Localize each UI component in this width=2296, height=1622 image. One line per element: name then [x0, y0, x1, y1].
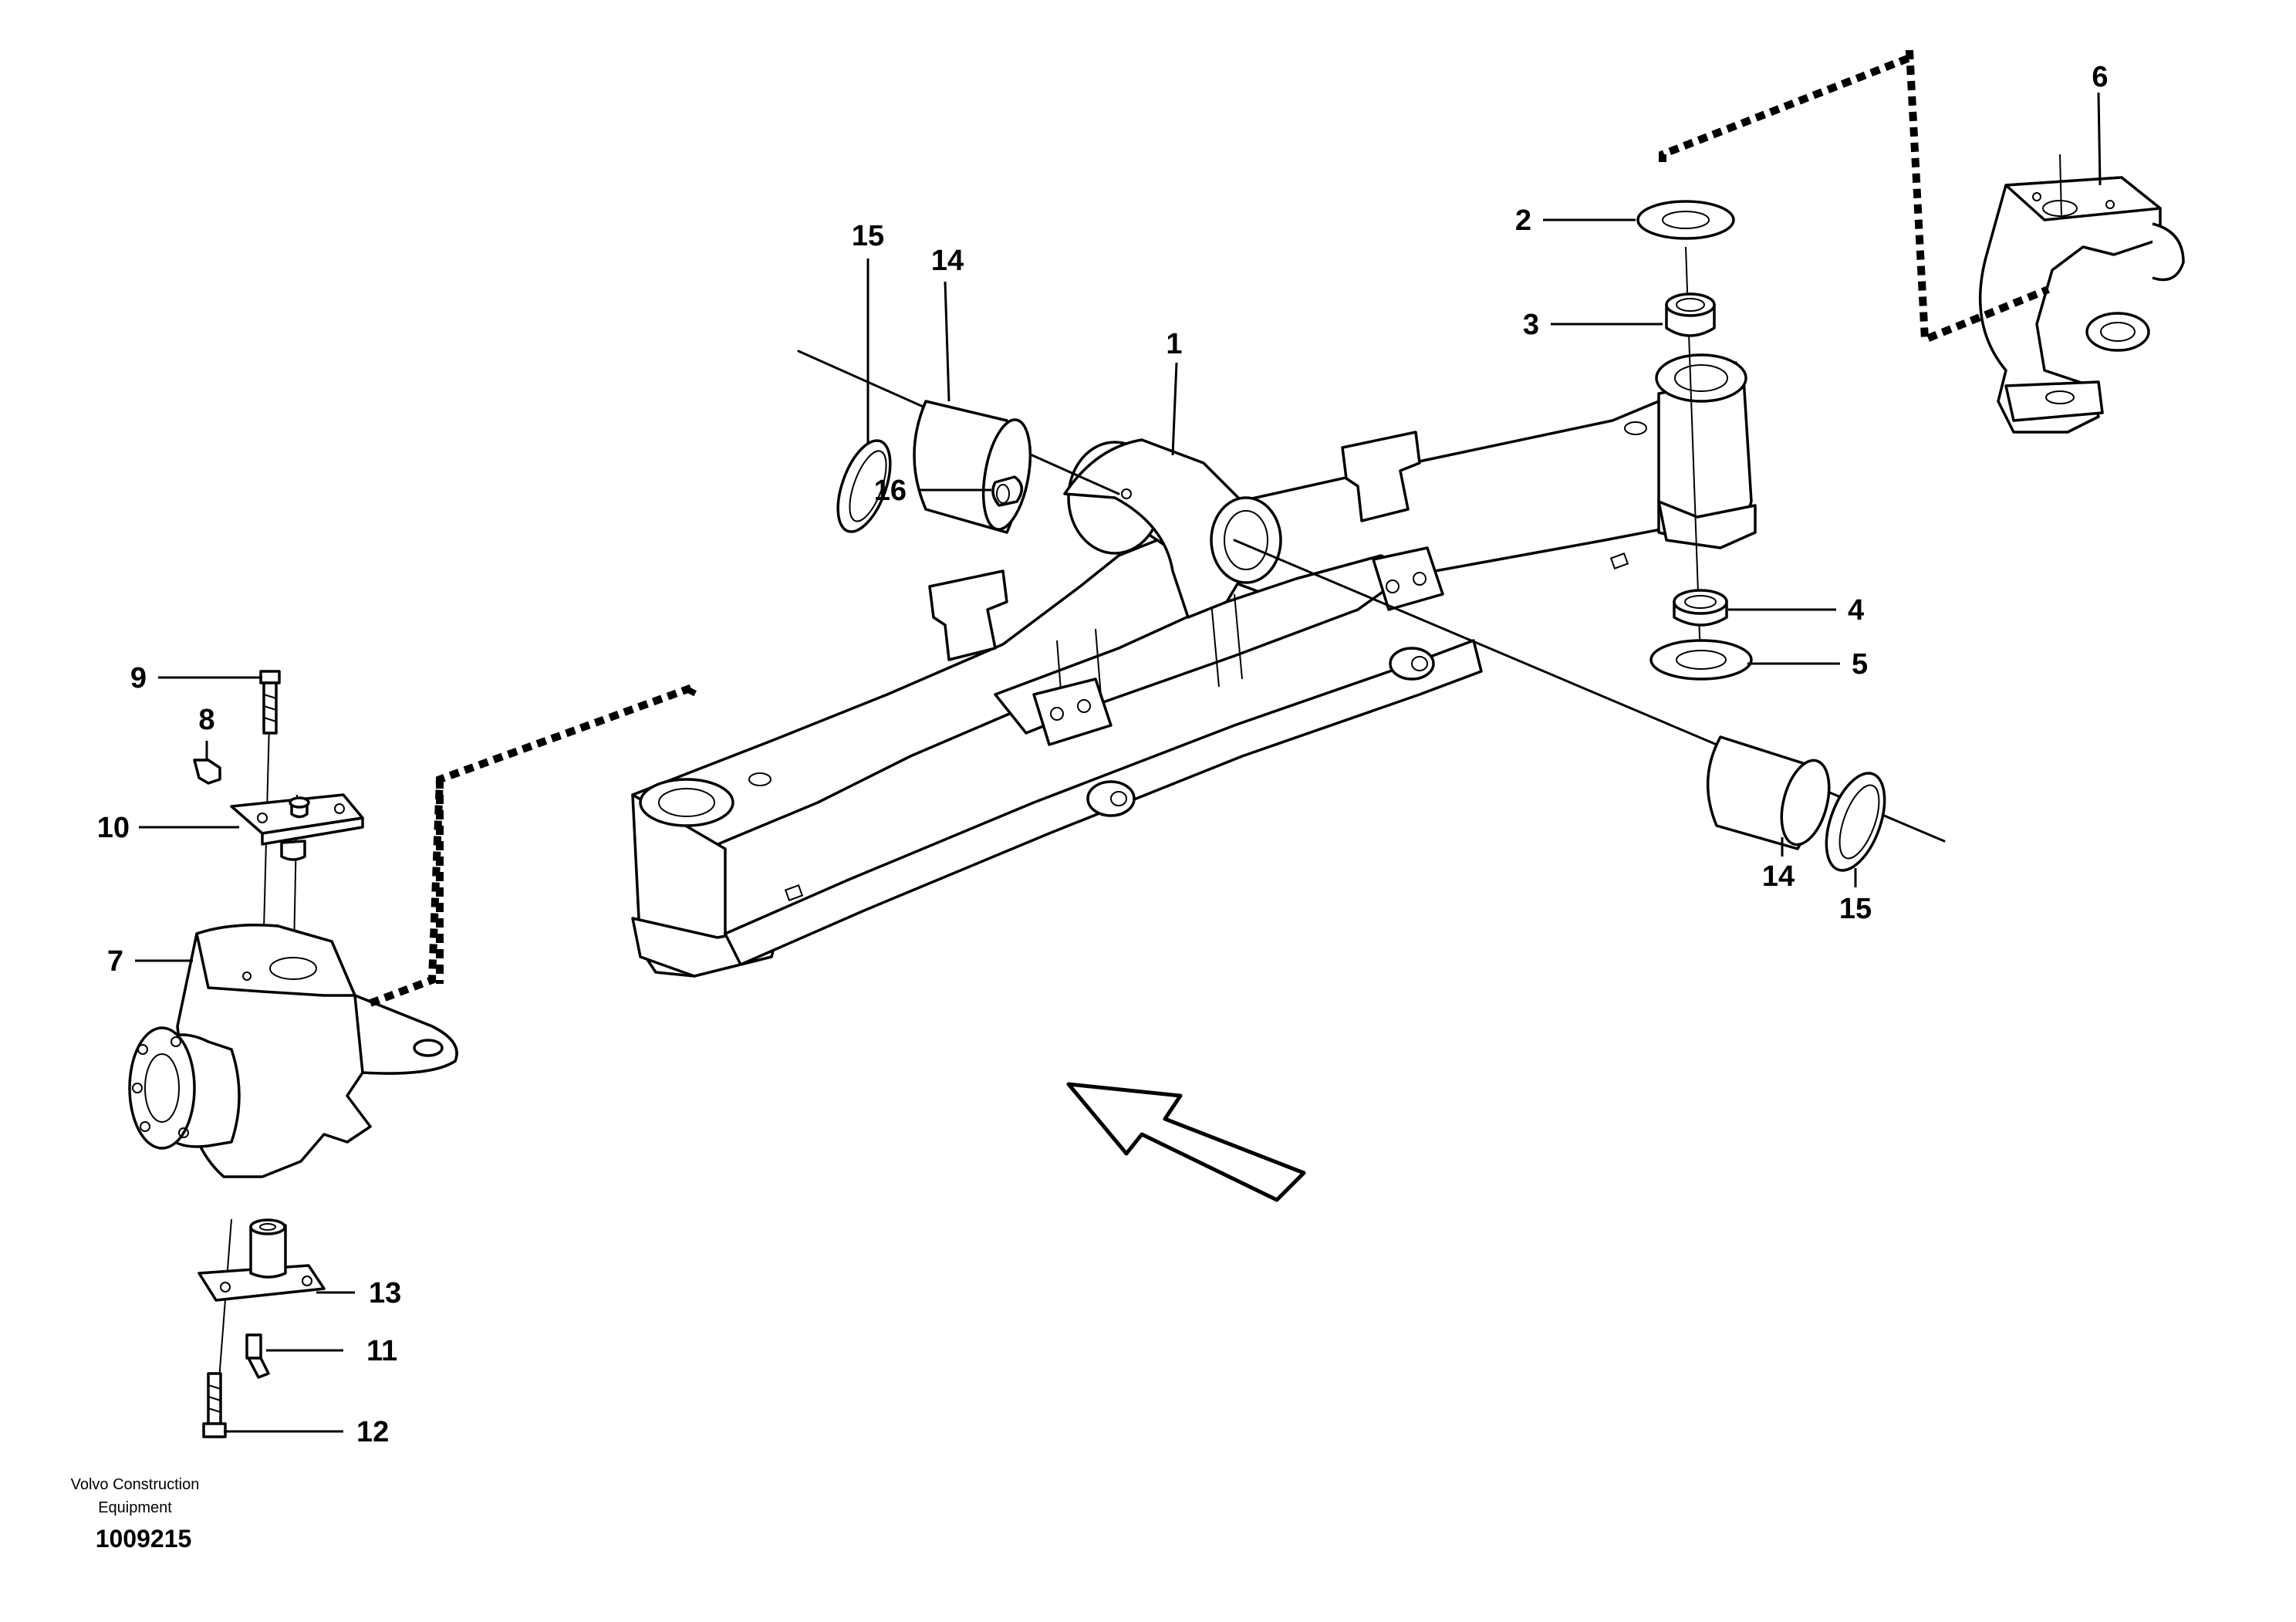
bearing-lower	[1673, 589, 1728, 627]
bushing-front	[913, 400, 1032, 534]
grease-plug	[991, 475, 1023, 507]
callout-9: 9	[130, 662, 147, 694]
steering-knuckle-right	[1978, 176, 2185, 434]
callout-1: 1	[1166, 328, 1182, 360]
company-name-line1: Volvo Construction	[71, 1476, 200, 1493]
kingpin-axis-knuckle-right	[2059, 154, 2062, 217]
cover-plate-upper	[230, 793, 364, 861]
callout-4: 4	[1848, 594, 1864, 627]
seal-ring-rear	[1825, 772, 1886, 872]
cap-bolt-lower	[202, 1372, 227, 1438]
bearing-upper	[1665, 292, 1716, 337]
assembly-dashed-line-right	[1659, 50, 1913, 162]
seal-ring-front	[836, 439, 892, 533]
callout-15-front: 15	[852, 220, 884, 252]
callout-2: 2	[1515, 204, 1531, 237]
callout-7: 7	[107, 945, 123, 978]
callout-10: 10	[97, 812, 130, 844]
callout-14-rear: 14	[1762, 860, 1795, 893]
callout-8: 8	[198, 704, 214, 736]
axle-beam	[631, 353, 1757, 978]
callout-12: 12	[356, 1416, 389, 1448]
cover-plate-lower	[198, 1218, 326, 1302]
bushing-rear	[1706, 735, 1831, 850]
cap-bolt-upper	[259, 670, 281, 735]
leader-lines	[135, 92, 2102, 1433]
thrust-washer-lower	[1649, 639, 1753, 681]
company-name-line2: Equipment	[98, 1499, 172, 1516]
callout-6: 6	[2092, 61, 2108, 93]
steering-knuckle-left	[128, 924, 458, 1178]
grease-nipple-upper	[193, 759, 221, 785]
callout-3: 3	[1523, 309, 1539, 341]
callout-15-rear: 15	[1839, 893, 1872, 925]
drawing-number: 1009215	[96, 1525, 192, 1553]
callout-5: 5	[1852, 648, 1868, 681]
thrust-washer-upper	[1636, 200, 1735, 240]
grease-nipple-lower	[245, 1333, 270, 1379]
callout-13: 13	[369, 1277, 401, 1309]
callout-14-front: 14	[931, 245, 964, 277]
callout-11: 11	[366, 1335, 397, 1367]
callout-16: 16	[874, 475, 907, 507]
forward-direction-arrow-icon	[1066, 1082, 1306, 1202]
assembly-dashed-line-right-2	[1906, 49, 2050, 346]
